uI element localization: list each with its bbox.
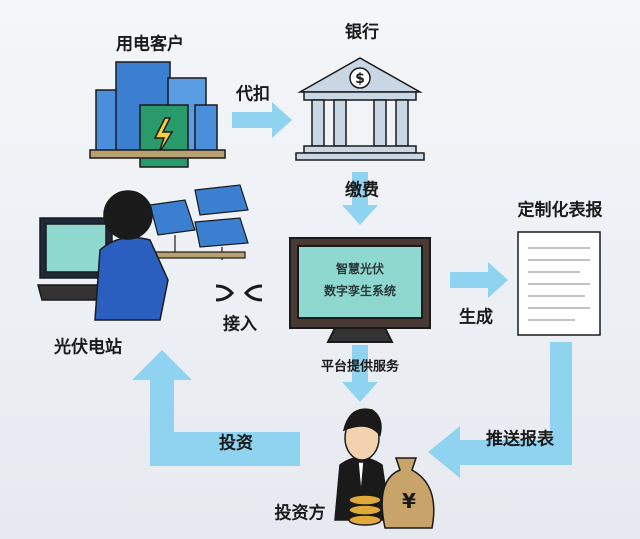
operator-person	[37, 190, 169, 321]
bank-dollar-sign: $	[355, 71, 365, 87]
label-investor: 投资方	[274, 503, 326, 524]
label-report: 定制化表报	[517, 200, 603, 221]
label-connect: 接入	[223, 314, 257, 335]
arrow-push	[428, 342, 572, 478]
arrow-pay	[342, 172, 378, 225]
label-bank: 银行	[345, 22, 379, 43]
label-invest: 投资	[219, 433, 253, 454]
investor-person	[334, 408, 435, 529]
bank-icon	[295, 57, 425, 161]
connector-icon	[215, 284, 263, 302]
report-icon	[517, 231, 601, 336]
label-station: 光伏电站	[54, 337, 122, 358]
arrow-invest	[132, 350, 300, 466]
solar-panels	[149, 184, 249, 260]
label-customer: 用电客户	[116, 34, 184, 55]
arrow-generate	[450, 262, 508, 298]
arrows	[132, 102, 572, 478]
yuan-sign: ¥	[402, 489, 416, 513]
system-screen-text: 智慧光伏 数字孪生系统	[300, 258, 420, 302]
label-deduct: 代扣	[236, 84, 270, 105]
arrow-deduct	[232, 102, 292, 138]
label-push: 推送报表	[486, 429, 554, 450]
label-service: 平台提供服务	[320, 359, 400, 375]
system-title-line1: 智慧光伏	[335, 262, 384, 276]
system-monitor	[289, 237, 431, 343]
label-generate: 生成	[459, 307, 493, 328]
arrow-service	[342, 345, 378, 402]
system-title-line2: 数字孪生系统	[323, 284, 396, 298]
customer-buildings	[89, 61, 226, 168]
label-pay: 缴费	[345, 180, 379, 201]
